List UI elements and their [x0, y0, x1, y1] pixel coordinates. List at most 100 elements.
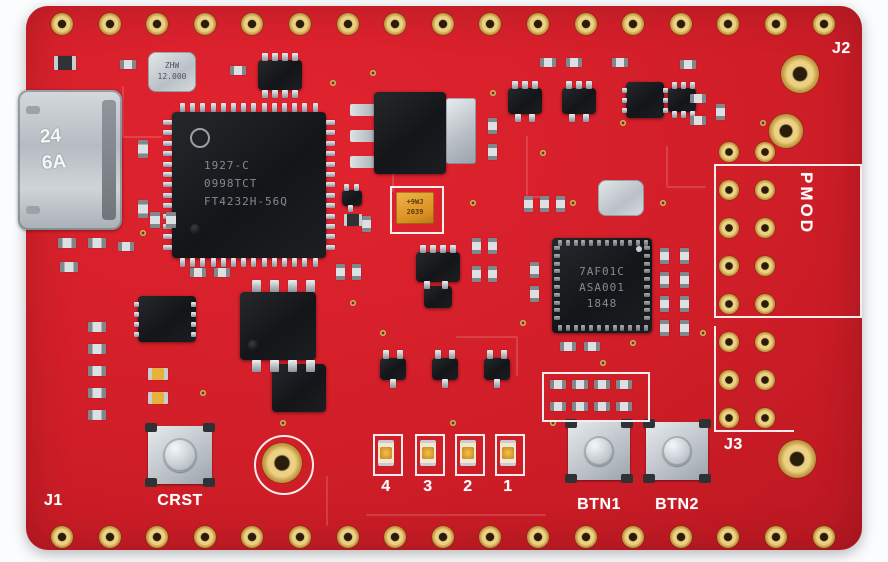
through-hole	[193, 13, 216, 35]
chip-pad	[565, 325, 570, 331]
chip-pin	[583, 114, 589, 122]
chip-pad	[597, 325, 601, 331]
switch-plunger	[163, 438, 197, 472]
usb-marking-line1: 24	[39, 125, 62, 148]
chip-pad	[589, 240, 594, 246]
through-hole	[669, 526, 692, 548]
switch-pad	[203, 478, 215, 487]
passive-component	[690, 116, 706, 125]
via	[450, 420, 456, 426]
chip-pin	[312, 258, 318, 267]
passive-component	[594, 380, 610, 389]
chip-pin	[690, 111, 695, 118]
passive-component	[190, 268, 206, 277]
switch-pad	[621, 419, 633, 428]
j3-outline-vertical	[714, 326, 716, 430]
switch-pad	[203, 423, 215, 432]
chip-pad	[644, 300, 650, 305]
chip-pin	[220, 103, 226, 112]
through-hole	[669, 13, 692, 35]
trace	[516, 336, 518, 376]
chip-pad	[612, 325, 617, 331]
chip-pin	[134, 302, 139, 307]
chip-pad	[554, 316, 560, 321]
passive-component	[572, 402, 588, 411]
chip-pad	[644, 277, 650, 282]
through-hole	[719, 370, 739, 390]
through-hole	[719, 218, 739, 238]
chip-pin	[292, 258, 298, 267]
through-hole	[574, 526, 597, 548]
chip-pin	[163, 244, 172, 250]
mounting-hole-ring	[254, 435, 314, 495]
through-hole	[719, 256, 739, 276]
through-hole	[717, 526, 740, 548]
fpga-marking-line3: 1848	[586, 297, 618, 310]
passive-component	[530, 262, 539, 278]
chip-pin	[191, 322, 196, 327]
usb-crimp-top	[26, 106, 40, 114]
via	[570, 200, 576, 206]
label-j1: J1	[44, 492, 63, 509]
via	[620, 120, 626, 126]
label-btn1: BTN1	[577, 496, 621, 513]
chip-pin	[326, 224, 335, 229]
through-hole	[51, 13, 73, 35]
chip-pad	[636, 325, 640, 331]
chip-pin	[272, 53, 278, 61]
chip-pin	[252, 280, 261, 292]
voltage-regulator	[374, 92, 446, 174]
through-hole	[241, 13, 264, 35]
micro-usb-connector: 24 6A	[18, 90, 122, 230]
through-hole	[812, 13, 835, 35]
through-hole	[336, 526, 359, 548]
chip-pad	[554, 277, 560, 282]
passive-component	[680, 272, 689, 288]
chip-pin	[270, 280, 279, 292]
regulator-pin-3	[350, 156, 376, 168]
chip-pin	[622, 88, 627, 93]
trace	[526, 196, 550, 198]
ft-marking-line3: FT4232H-56Q	[204, 195, 288, 208]
passive-component	[612, 58, 628, 67]
chip-pad	[644, 308, 650, 313]
mounting-hole	[778, 440, 816, 478]
via	[330, 80, 336, 86]
chip-pad	[628, 240, 633, 246]
chip-pad	[554, 308, 560, 313]
chip-pad	[644, 269, 650, 274]
chip-pin	[326, 161, 335, 167]
chip-pin	[262, 53, 268, 61]
chip-pin	[690, 82, 695, 89]
j3-outline-horizontal	[714, 430, 794, 432]
chip-pin	[261, 258, 267, 267]
chip-pad	[554, 246, 560, 250]
passive-component	[230, 66, 246, 75]
chip-pin	[663, 108, 668, 113]
through-hole	[755, 294, 775, 314]
fpga-chip: 7AF01C ASA001 1848	[552, 238, 652, 333]
via	[280, 420, 286, 426]
chip-pad	[644, 253, 650, 258]
chip-pin	[190, 258, 196, 267]
chip-pin	[487, 350, 493, 359]
through-hole	[193, 526, 216, 548]
chip-pin	[306, 360, 315, 372]
label-led3: 3	[423, 478, 433, 495]
through-hole	[146, 13, 169, 35]
push-button-btn1	[565, 419, 633, 483]
chip-pad	[620, 325, 625, 331]
chip-pin	[435, 350, 441, 359]
chip-pad	[558, 240, 562, 246]
pcb-board: J1 J2 J3 PMOD CRST BTN1 BTN2 4 3 2 1 24 …	[18, 6, 862, 550]
led-1	[500, 440, 516, 466]
passive-component	[660, 272, 669, 288]
led-4	[378, 440, 394, 466]
chip-pin	[354, 184, 359, 191]
passive-component	[472, 266, 481, 282]
via	[550, 420, 556, 426]
through-hole	[755, 180, 775, 200]
through-hole	[755, 332, 775, 352]
usb-marking-line2: 6A	[41, 151, 67, 174]
chip-pin	[442, 281, 448, 289]
